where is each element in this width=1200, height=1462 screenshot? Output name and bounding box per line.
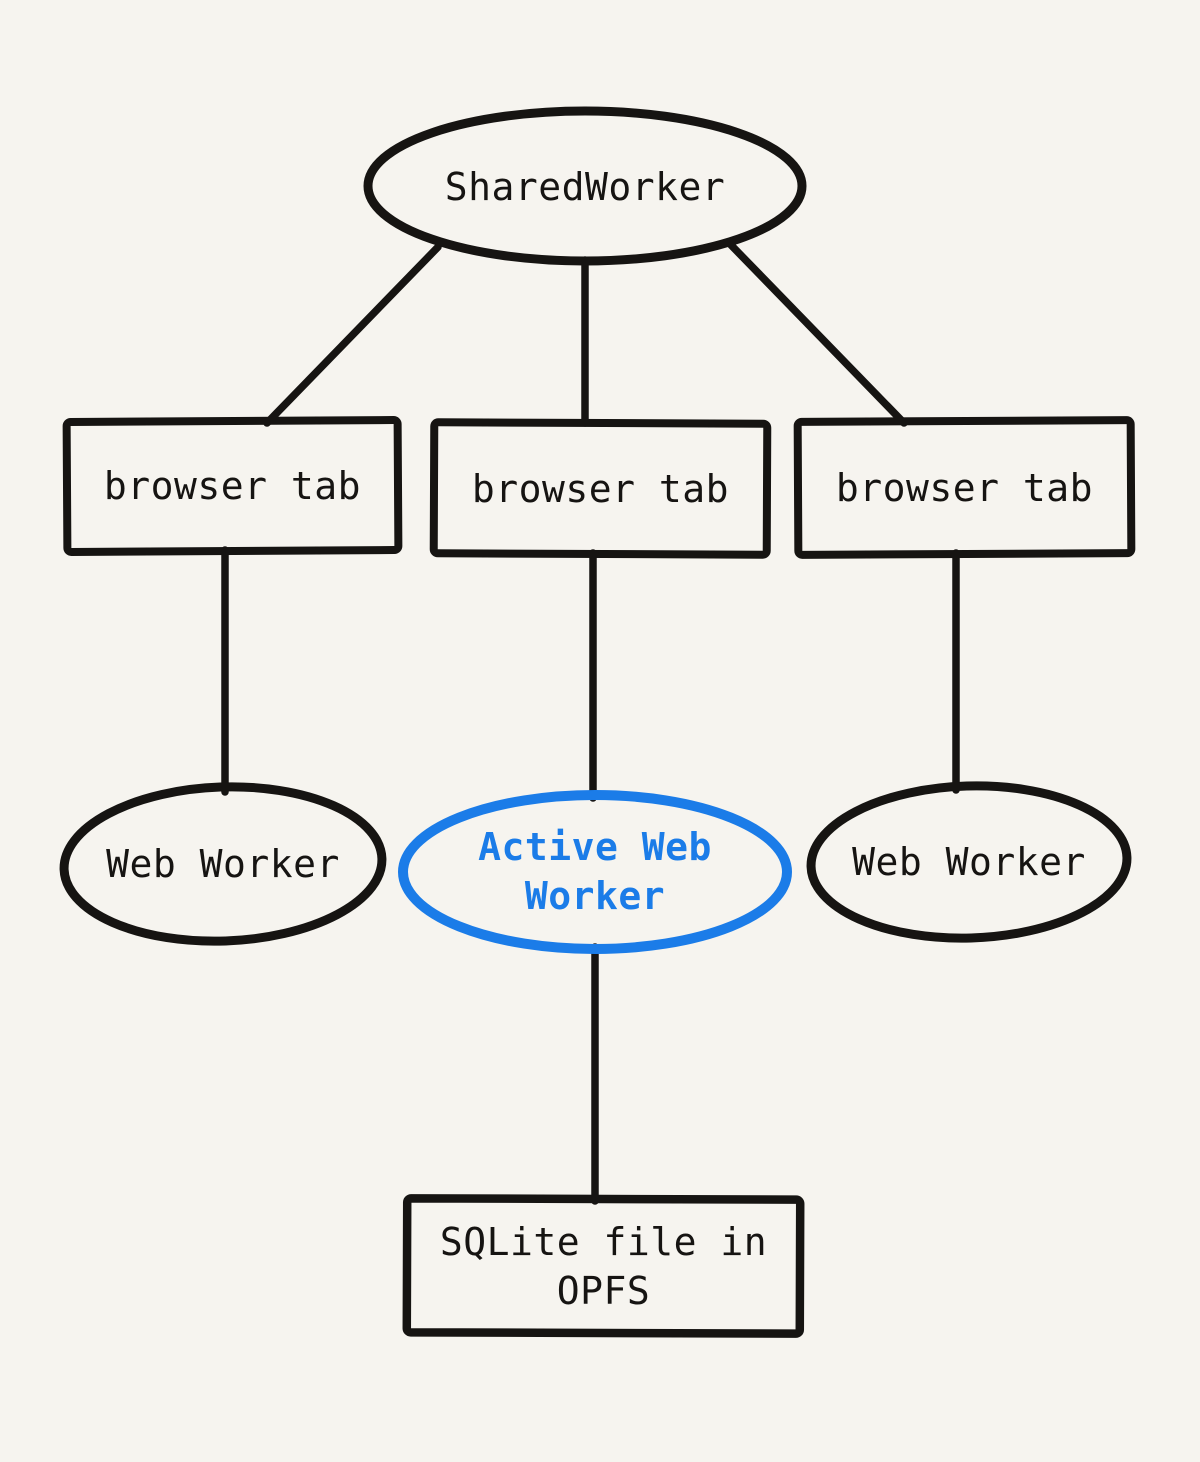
browser-tab-1-label: browser tab	[103, 464, 362, 509]
edge-sharedworker-to-tab3	[727, 241, 908, 427]
web-worker-1-ellipse	[59, 782, 387, 946]
web-worker-2-label: Web Worker	[852, 839, 1086, 884]
active-web-worker-label: Active Web Worker	[478, 825, 712, 918]
edge-sharedworker-to-tab1	[263, 243, 442, 427]
shared-worker-label: SharedWorker	[444, 164, 726, 209]
active-web-worker-ellipse	[398, 790, 792, 954]
shared-worker-ellipse	[363, 106, 807, 266]
web-worker-2-ellipse	[806, 781, 1132, 943]
browser-tab-3-box	[793, 416, 1136, 559]
sqlite-file-box	[402, 1194, 805, 1338]
browser-tab-2-label: browser tab	[471, 466, 730, 511]
browser-tab-2-box	[429, 418, 772, 559]
browser-tab-1-box	[62, 416, 403, 556]
sqlite-file-label: SQLite file in OPFS	[439, 1219, 768, 1313]
browser-tab-3-label: browser tab	[835, 465, 1094, 510]
web-worker-1-label: Web Worker	[106, 841, 340, 886]
